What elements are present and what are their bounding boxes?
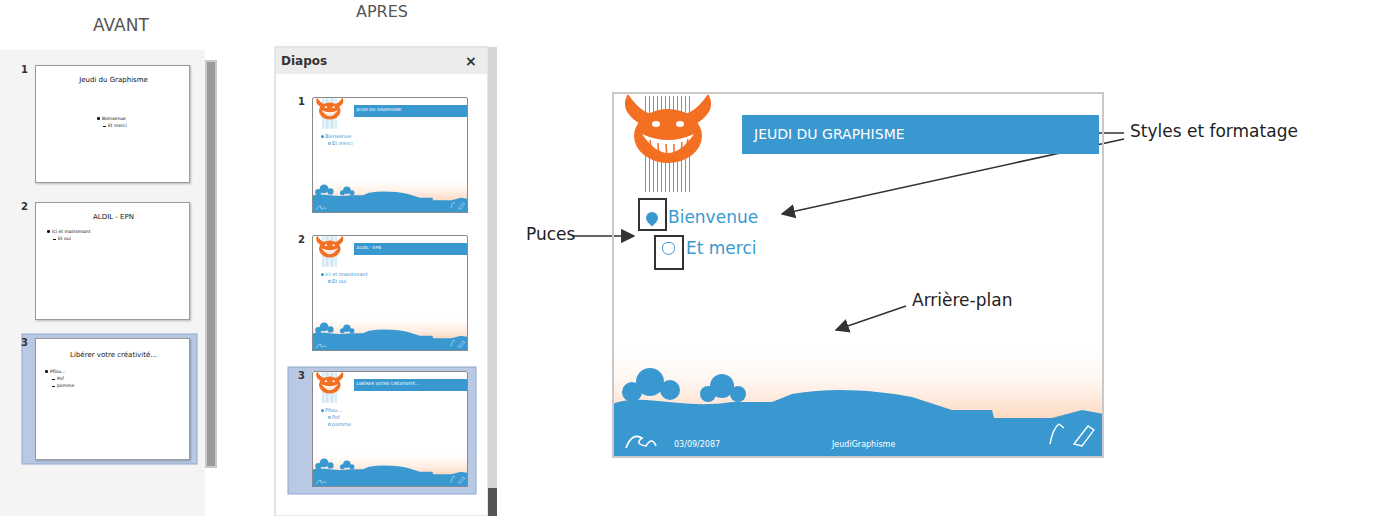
bullet-symbol [662, 242, 675, 255]
panel-header-text: Diapos [281, 55, 327, 69]
slide-text: Bienvenue [325, 134, 352, 140]
bullet-frame [639, 199, 666, 230]
slides-panel: JEUDI DU GRAPHISME BienvenueEt merciALDIL… [275, 47, 488, 516]
bullet-symbol [328, 280, 331, 283]
themed-thumbnail: LIBÉRER VOTRE CRÉATIVITÉ... Pfiou...Pofpo… [312, 371, 468, 487]
slide-text: Et oui [58, 236, 71, 241]
title-bar: ALDIL - EPN [354, 243, 467, 255]
bullet-symbol [45, 370, 48, 373]
slide-text: Bienvenue [668, 208, 758, 228]
slide-number: 3 [298, 370, 305, 382]
slide-text: Et merci [332, 141, 353, 147]
slide-text: 03/09/2087 [674, 440, 720, 449]
bullet-frame [655, 236, 683, 269]
slide-text: Bienvenue [102, 116, 126, 121]
slide-title: JEUDI DU GRAPHISME [357, 108, 402, 113]
slide-text: Et merci [108, 123, 127, 128]
themed-thumbnail: JEUDI DU GRAPHISME BienvenueEt merci [312, 97, 468, 213]
callout-label: Arrière-plan [912, 291, 1012, 311]
bullet-symbol [320, 409, 324, 413]
leader-lines [572, 133, 1124, 330]
callout-label: Puces [526, 225, 575, 245]
slide-text: Ici et maintenant [325, 272, 368, 278]
slide-text: Pfiou... [325, 408, 342, 414]
slide-text: Pfiou... [50, 369, 65, 374]
slide-text: ALDIL - EPN [36, 213, 191, 221]
slide-thumbnail: ALDIL - EPN Ici et maintenant Et oui [35, 202, 190, 320]
bullet-symbol [97, 117, 100, 120]
slide-title: ALDIL - EPN [357, 246, 381, 251]
slide-text: Libérer votre créativité... [36, 351, 191, 359]
slide-text: Pof [332, 415, 340, 421]
bullet-symbol [320, 273, 324, 277]
bullet-symbol [328, 423, 331, 426]
slide-preview: JEUDI DU GRAPHISME Bienvenue Et merci 03/09… [612, 92, 1104, 458]
bullet-symbol [52, 379, 55, 380]
slide-thumbnail: Jeudi du GraphismeBienvenue Et merci [35, 65, 190, 183]
column-heading: AVANT [93, 16, 149, 36]
title-bar: JEUDI DU GRAPHISME [742, 115, 1099, 154]
bullet-symbol [644, 209, 661, 226]
bullet-symbol [328, 416, 331, 419]
slide-number: 1 [298, 96, 305, 108]
themed-thumbnail: ALDIL - EPN Ici et maintenantEt oui [312, 235, 468, 351]
title-bar: LIBÉRER VOTRE CRÉATIVITÉ... [354, 379, 467, 391]
slide-text: Et oui [332, 279, 346, 285]
bullet-symbol [47, 230, 50, 233]
bullet-symbol [53, 239, 56, 240]
slide-number: 2 [21, 201, 28, 213]
bullet-symbol [103, 126, 106, 127]
title-bar: JEUDI DU GRAPHISME [354, 105, 467, 117]
slide-text: pomme [332, 422, 351, 428]
slide-text: Pof [57, 376, 64, 381]
slide-text: JeudiGraphisme [832, 440, 895, 449]
slide-number: 1 [21, 64, 28, 76]
slide-thumbnail: Libérer votre créativité... Pfiou... Pof po… [35, 338, 190, 460]
column-heading: APRES [356, 3, 408, 21]
slide-text: Et merci [686, 239, 757, 259]
bullet-symbol [328, 142, 331, 145]
slide-title: JEUDI DU GRAPHISME [754, 126, 905, 142]
bullet-symbol [320, 135, 324, 139]
slide-number: 3 [21, 337, 28, 349]
slide-text: pomme [57, 383, 74, 388]
slide-title: LIBÉRER VOTRE CRÉATIVITÉ... [357, 382, 420, 387]
slide-text: Jeudi du Graphisme [36, 76, 191, 84]
callout-label: Styles et formatage [1130, 122, 1298, 142]
bullet-symbol [52, 386, 55, 387]
slide-text: Ici et maintenant [52, 229, 90, 234]
panel-header-text: × [465, 53, 477, 69]
slide-number: 2 [298, 234, 305, 246]
